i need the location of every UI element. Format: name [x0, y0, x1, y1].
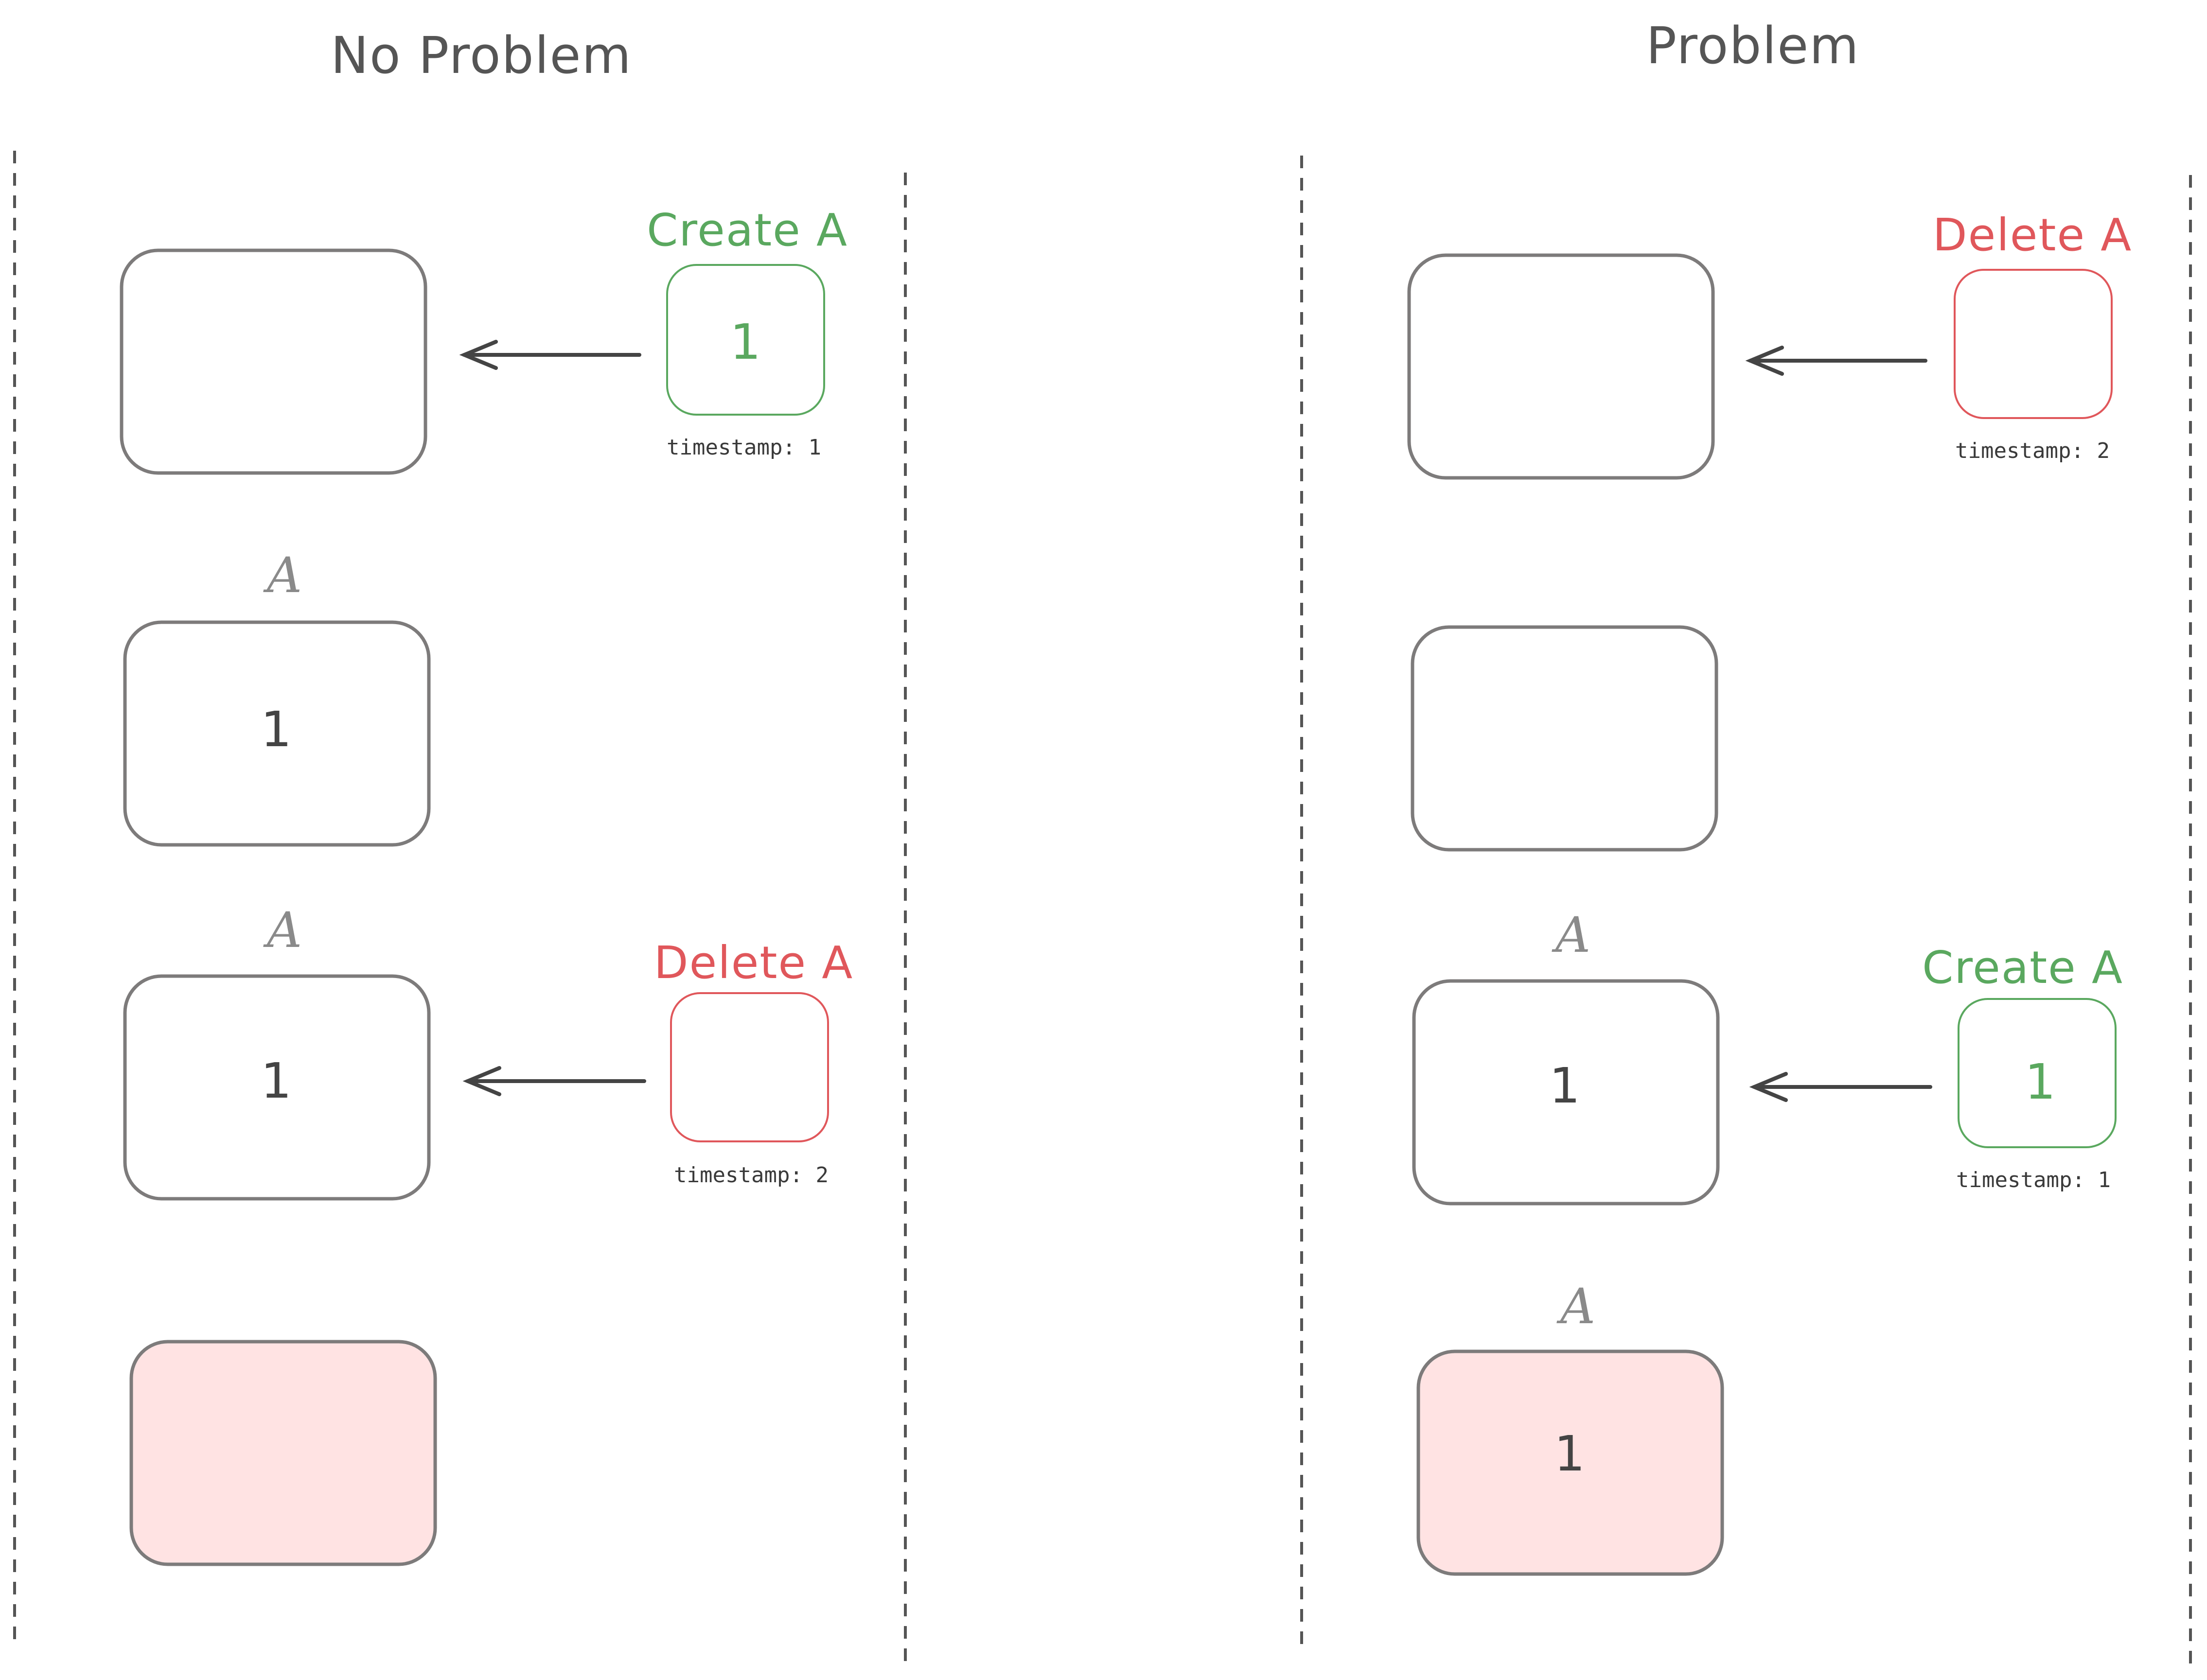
- operation-box: [670, 992, 829, 1142]
- store-value: 1: [1554, 1425, 1585, 1482]
- store-state: [1407, 253, 1715, 480]
- store-state: A 1: [1412, 907, 1720, 1206]
- store-box: [1407, 253, 1715, 480]
- operation-label: Create A: [1922, 942, 2123, 994]
- operation-label: Create A: [647, 204, 848, 256]
- arrow-head: [459, 340, 498, 370]
- key-label: A: [1552, 907, 1590, 963]
- store-box: [1411, 625, 1718, 852]
- arrow-head: [1749, 1072, 1788, 1102]
- operation-value: 1: [730, 314, 761, 370]
- store-state: A 1: [123, 902, 431, 1201]
- store-value: 1: [1549, 1057, 1580, 1114]
- store-box: [1416, 1349, 1724, 1576]
- store-state: [129, 1340, 437, 1566]
- store-state: [1411, 625, 1718, 852]
- store-box: [120, 248, 427, 475]
- timestamp-label: timestamp: 2: [1955, 438, 2110, 463]
- arrow: [1745, 346, 1927, 376]
- panel-title: No Problem: [331, 26, 632, 85]
- store-box: [123, 974, 431, 1201]
- operation-value: 1: [2025, 1053, 2056, 1110]
- operation-box: [1958, 998, 2117, 1148]
- operation-box: [1954, 269, 2113, 419]
- operation-box: [666, 264, 825, 416]
- timestamp-label: timestamp: 1: [1956, 1168, 2111, 1192]
- timestamp-label: timestamp: 1: [667, 435, 821, 460]
- store-state: [120, 248, 427, 475]
- arrow-head: [1745, 346, 1784, 376]
- store-box: [1412, 979, 1720, 1206]
- panel-title: Problem: [1646, 16, 1859, 75]
- store-box: [123, 620, 431, 847]
- store-value: 1: [261, 701, 292, 758]
- store-value: 1: [261, 1052, 292, 1109]
- arrow: [1749, 1072, 1932, 1102]
- operation: Create A 1 timestamp: 1: [647, 204, 848, 460]
- key-label: A: [263, 902, 302, 959]
- operation: Create A 1 timestamp: 1: [1922, 942, 2123, 1192]
- arrow: [462, 1066, 646, 1096]
- store-box: [129, 1340, 437, 1566]
- operation: Delete A timestamp: 2: [1933, 209, 2132, 463]
- timestamp-label: timestamp: 2: [674, 1163, 829, 1188]
- operation-label: Delete A: [1933, 209, 2132, 261]
- store-state: A 1: [1416, 1278, 1724, 1576]
- arrow-head: [462, 1066, 501, 1096]
- key-label: A: [263, 547, 302, 604]
- key-label: A: [1556, 1278, 1595, 1335]
- operation: Delete A timestamp: 2: [654, 937, 853, 1188]
- store-state: A 1: [123, 547, 431, 847]
- arrow: [459, 340, 641, 370]
- operation-label: Delete A: [654, 937, 853, 989]
